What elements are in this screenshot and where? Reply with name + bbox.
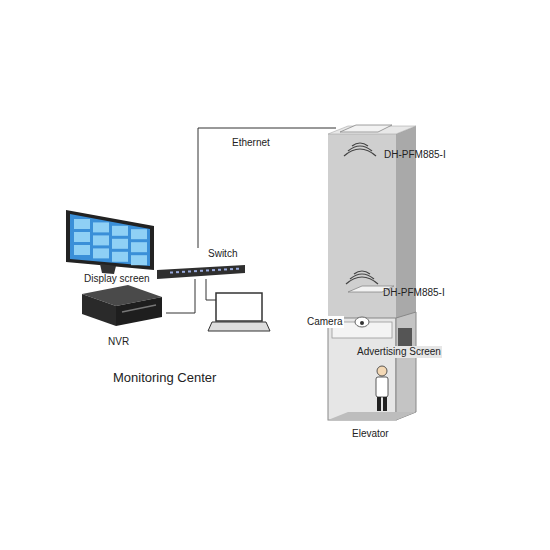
nvr-front xyxy=(82,294,116,326)
device-label: Advertising Screen xyxy=(356,346,442,358)
caption-label: Elevator xyxy=(352,428,389,440)
person-leg xyxy=(377,397,381,411)
nvr-side xyxy=(116,297,162,326)
switch-port xyxy=(188,270,191,272)
screen-tile xyxy=(131,242,147,252)
switch-port xyxy=(182,271,185,273)
device-label: Switch xyxy=(208,248,237,260)
elevator-shaft xyxy=(328,134,396,420)
switch-port xyxy=(224,268,227,270)
device-node: Switch xyxy=(155,248,247,279)
switch-port xyxy=(200,270,203,272)
access-point xyxy=(340,125,392,132)
screen-tile xyxy=(93,235,109,245)
device-node: NVR xyxy=(78,284,166,350)
device-label: DH-PFM885-I xyxy=(383,287,445,299)
switch-port xyxy=(206,269,209,271)
screen-tile xyxy=(112,226,128,236)
switch-port xyxy=(176,271,179,273)
shaft-side xyxy=(396,126,416,420)
wifi-waves xyxy=(344,143,378,284)
edge-label: Ethernet xyxy=(232,137,270,149)
device-label: DH-PFM885-I xyxy=(384,149,446,161)
screen-tiles xyxy=(74,219,147,265)
laptop-wire xyxy=(206,279,216,300)
switch-port xyxy=(236,268,239,270)
switch-port xyxy=(230,268,233,270)
screen-tile xyxy=(131,255,147,265)
person-leg xyxy=(383,397,387,411)
display-screen xyxy=(66,210,154,270)
switch-port xyxy=(170,272,173,274)
screen-tile xyxy=(74,232,90,242)
monitor-stand xyxy=(100,264,116,274)
switch-device xyxy=(157,265,245,279)
switch-ports xyxy=(170,268,239,274)
person-head xyxy=(377,366,387,376)
device-label: NVR xyxy=(108,336,129,348)
screen-tile xyxy=(74,245,90,255)
switch-port xyxy=(212,269,215,271)
screen-tile xyxy=(93,248,109,258)
cab-floor xyxy=(328,412,416,420)
switch-port xyxy=(194,270,197,272)
laptop-screen xyxy=(216,293,262,321)
elevator-cab xyxy=(328,318,396,420)
device-node: DH-PFM885-I xyxy=(336,122,448,164)
shaft-top xyxy=(328,126,416,134)
cab-side xyxy=(396,312,416,420)
device-label: Display screen xyxy=(84,273,150,285)
camera-lens xyxy=(360,321,364,325)
screen-tile xyxy=(112,239,128,249)
camera xyxy=(355,317,369,327)
switch-port xyxy=(218,269,221,271)
device-label: Camera xyxy=(306,316,344,328)
screen-tile xyxy=(131,229,147,239)
screen-tile xyxy=(74,219,90,229)
screen-tile xyxy=(93,222,109,232)
nvr-slot xyxy=(122,305,156,312)
person-body xyxy=(376,377,388,397)
laptop-base xyxy=(208,322,270,331)
screen-glass xyxy=(70,214,150,266)
screen-tile xyxy=(112,252,128,262)
ethernet-cable xyxy=(198,128,336,248)
ethernet-cable xyxy=(166,279,195,313)
section-title: Monitoring Center xyxy=(113,370,216,386)
